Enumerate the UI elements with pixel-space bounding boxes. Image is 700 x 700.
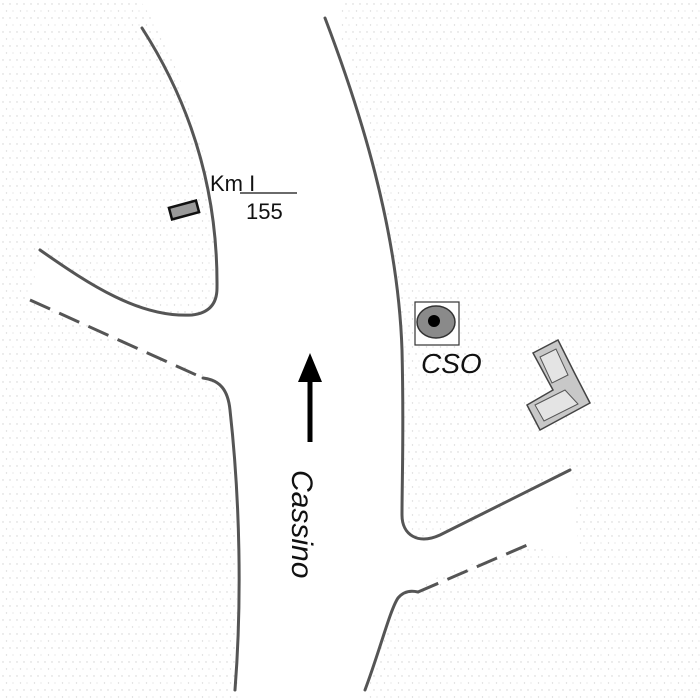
road-edge-bottom-left	[201, 376, 241, 692]
north-arrow-icon	[298, 353, 322, 442]
road-edge-bottom-right	[363, 589, 420, 692]
road-name-label: Cassino	[285, 470, 318, 578]
km-label-top: Km I	[210, 171, 255, 196]
building-l-inner	[534, 348, 579, 422]
building-small	[167, 199, 201, 221]
km-label-bottom: 155	[246, 199, 283, 224]
road-edge-top-left	[38, 26, 219, 317]
road-edge-main-right	[323, 16, 572, 541]
dashed-road-right	[417, 541, 533, 594]
road-surface	[30, 0, 580, 700]
target-icon	[414, 301, 460, 346]
cso-label: CSO	[421, 348, 482, 379]
